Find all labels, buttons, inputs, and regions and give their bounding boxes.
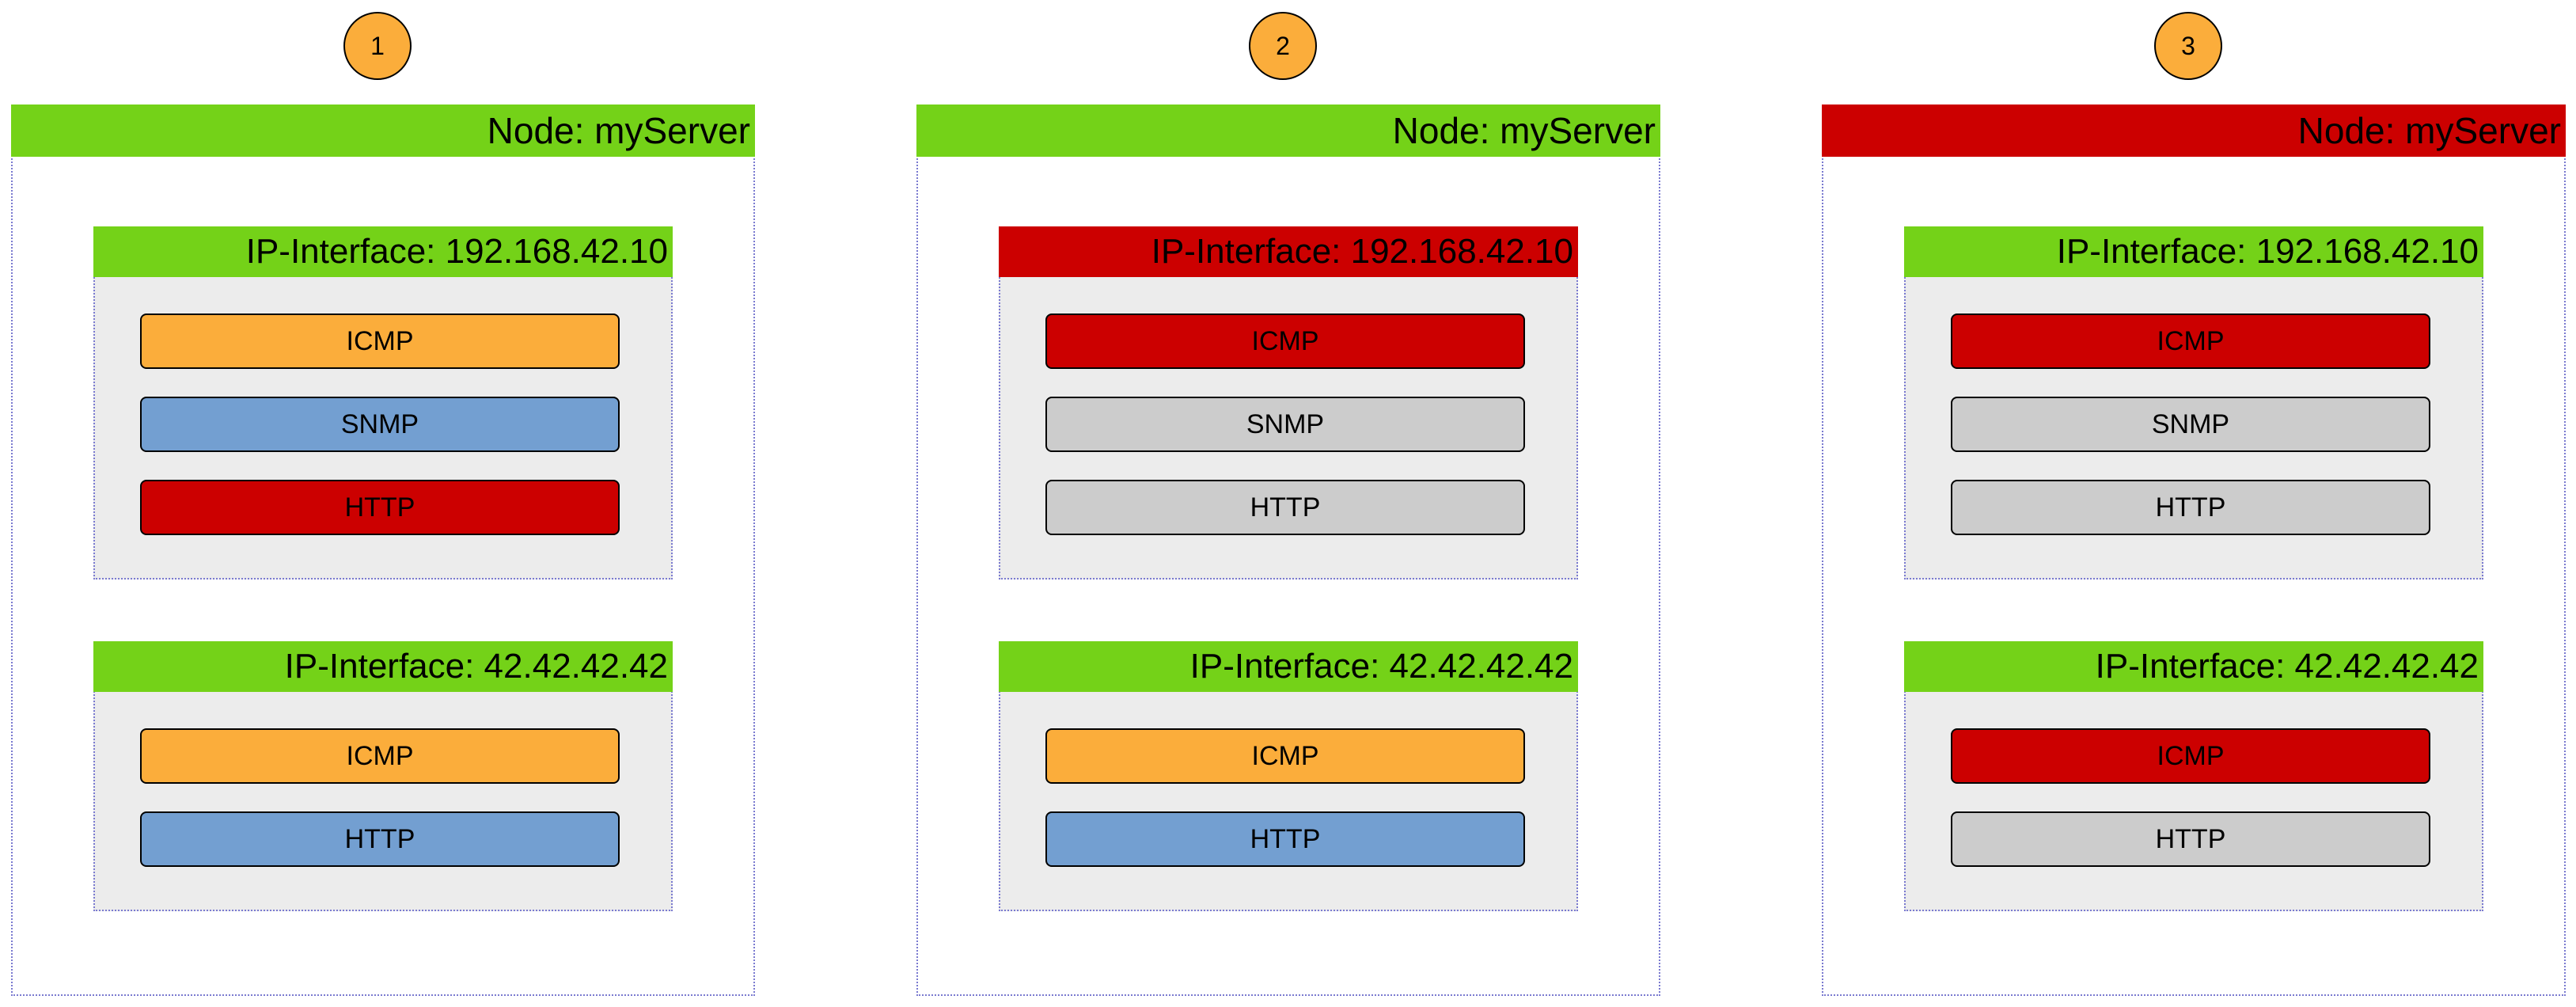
step-number-badge: 2 [1249, 12, 1317, 80]
node-header: Node: myServer [1822, 104, 2566, 157]
service-snmp-box: SNMP [1045, 397, 1525, 452]
service-snmp-box: SNMP [140, 397, 620, 452]
service-http-box: HTTP [1951, 811, 2430, 867]
node-header: Node: myServer [916, 104, 1660, 157]
service-icmp-box: ICMP [1045, 314, 1525, 369]
service-http-box: HTTP [140, 811, 620, 867]
service-http-box: HTTP [140, 480, 620, 535]
ip-interface-header: IP-Interface: 192.168.42.10 [1904, 226, 2483, 277]
ip-interface-header: IP-Interface: 42.42.42.42 [999, 641, 1578, 692]
node-header: Node: myServer [11, 104, 755, 157]
step-number-badge: 3 [2154, 12, 2222, 80]
service-icmp-box: ICMP [1951, 728, 2430, 784]
service-http-box: HTTP [1951, 480, 2430, 535]
service-icmp-box: ICMP [1045, 728, 1525, 784]
ip-interface-header: IP-Interface: 42.42.42.42 [93, 641, 673, 692]
service-http-box: HTTP [1045, 480, 1525, 535]
service-icmp-box: ICMP [140, 728, 620, 784]
service-icmp-box: ICMP [140, 314, 620, 369]
ip-interface-header: IP-Interface: 192.168.42.10 [93, 226, 673, 277]
service-icmp-box: ICMP [1951, 314, 2430, 369]
ip-interface-header: IP-Interface: 42.42.42.42 [1904, 641, 2483, 692]
service-snmp-box: SNMP [1951, 397, 2430, 452]
service-http-box: HTTP [1045, 811, 1525, 867]
ip-interface-header: IP-Interface: 192.168.42.10 [999, 226, 1578, 277]
step-number-badge: 1 [343, 12, 412, 80]
